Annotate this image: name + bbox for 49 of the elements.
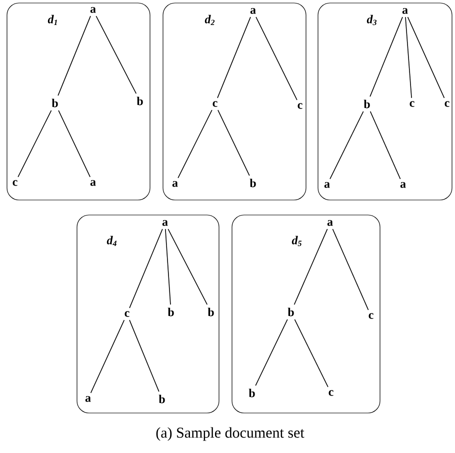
tree-node-label: b — [364, 100, 370, 108]
tree-node-label: a — [327, 220, 333, 226]
tree-node-label: a — [85, 396, 91, 402]
tree-edge — [294, 228, 328, 305]
tree-node-label: a — [172, 181, 178, 187]
tree-node-label: a — [400, 182, 406, 188]
tree-edge — [168, 228, 208, 305]
tree-node-label: b — [52, 98, 58, 108]
tree-node-label: c — [368, 313, 374, 319]
tree-node-label: c — [124, 311, 130, 317]
tree-edge — [407, 16, 445, 98]
tree-node-label: c — [444, 101, 450, 107]
tree-node-label: b — [288, 308, 294, 316]
tree-edge — [165, 228, 171, 305]
tree-node-label: a — [90, 180, 96, 186]
tree-edge — [58, 16, 91, 96]
tree-edge — [178, 110, 212, 178]
tree-node-label: b — [168, 308, 174, 316]
tree-node-label: a — [162, 220, 168, 226]
tree-node-label: c — [328, 390, 334, 396]
tree-edge — [294, 319, 328, 388]
tree-edge — [129, 320, 160, 392]
tree-node-label: b — [250, 178, 256, 188]
tree-edge — [255, 319, 288, 386]
tree-node-label: a — [90, 7, 96, 13]
tree-edge — [405, 16, 412, 98]
tree-edge — [129, 228, 163, 308]
tree-node-label: b — [208, 308, 214, 316]
tree-edge — [217, 16, 251, 98]
tree-node-label: a — [324, 182, 330, 188]
tree-edge — [58, 110, 91, 178]
tree-node-label: b — [248, 388, 255, 398]
tree-node-label: a — [402, 8, 408, 14]
tree-edge — [332, 228, 369, 310]
tree-edge — [96, 16, 137, 94]
tree-node-label: a — [250, 8, 256, 14]
tree-node-label: b — [136, 96, 143, 106]
tree-edge — [330, 111, 364, 180]
tree-node-label: c — [12, 180, 18, 186]
tree-node-label: c — [410, 101, 414, 107]
tree-edge — [370, 111, 401, 180]
tree-edge — [370, 16, 403, 97]
tree-node-label: b — [158, 394, 165, 404]
tree-edge — [218, 110, 250, 176]
tree-node-label: c — [298, 103, 302, 109]
caption: (a) Sample document set — [156, 427, 304, 441]
tree-edge — [18, 110, 52, 178]
tree-edge — [256, 16, 298, 100]
tree-node-label: c — [212, 101, 218, 107]
